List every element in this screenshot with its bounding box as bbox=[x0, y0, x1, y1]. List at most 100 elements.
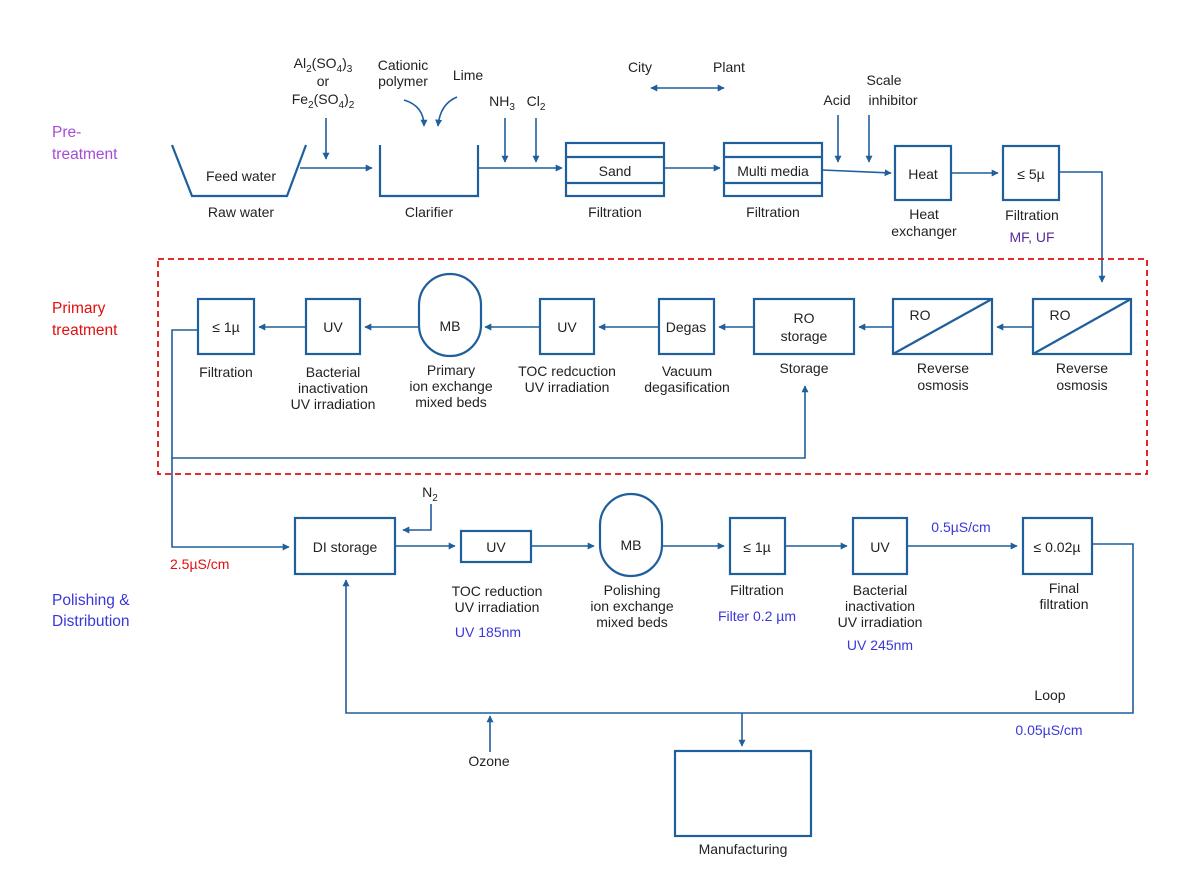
final-filter-box bbox=[1021, 516, 1094, 576]
filter-5u-label: ≤ 5µ bbox=[1017, 166, 1044, 182]
feed-water-label: Feed water bbox=[206, 168, 276, 184]
mb-polishing-vessel bbox=[598, 492, 664, 578]
uv-bacterial-label: UV bbox=[323, 319, 343, 335]
filter-1u-primary-caption: Filtration bbox=[199, 364, 253, 380]
mb-polishing-caption-2: ion exchange bbox=[590, 598, 674, 614]
uv-toc-polishing-caption-2: UV irradiation bbox=[455, 599, 540, 615]
section-label-polishing-2: Distribution bbox=[52, 613, 130, 630]
multimedia-label: Multi media bbox=[737, 163, 809, 179]
scale-inhibitor-label-1: Scale bbox=[866, 72, 901, 88]
ro-storage-caption: Storage bbox=[779, 360, 828, 376]
ro-left-label: RO bbox=[910, 307, 931, 323]
scale-inhibitor-label-2: inhibitor bbox=[868, 92, 917, 108]
multimedia-filter bbox=[722, 141, 824, 198]
section-label-primary-2: treatment bbox=[52, 322, 118, 339]
ozone-label: Ozone bbox=[468, 753, 509, 769]
uv-bacterial-caption-1: Bacterial bbox=[306, 364, 360, 380]
coagulant-al-label: Al2(SO4)3 bbox=[294, 55, 353, 75]
heat-label: Heat bbox=[908, 166, 938, 182]
sand-caption: Filtration bbox=[588, 204, 642, 220]
uv-toc-label: UV bbox=[557, 319, 577, 335]
mb-primary-caption-3: mixed beds bbox=[415, 394, 487, 410]
cationic-polymer-label-1: Cationic bbox=[378, 57, 429, 73]
ro-storage-label-1: RO bbox=[794, 310, 815, 326]
filter-1u-primary-label: ≤ 1µ bbox=[212, 319, 239, 335]
sand-filter bbox=[564, 141, 666, 198]
flow-filter5-to-ro bbox=[1059, 171, 1106, 283]
mb-primary-vessel bbox=[417, 272, 483, 358]
ro-storage-box bbox=[752, 297, 856, 356]
loop-label: Loop bbox=[1034, 687, 1065, 703]
mb-polishing-caption-1: Polishing bbox=[604, 582, 661, 598]
degas-caption-2: degasification bbox=[644, 379, 730, 395]
raw-water-label: Raw water bbox=[208, 204, 274, 220]
filter-5u-caption: Filtration bbox=[1005, 207, 1059, 223]
conductivity-out-label: 0.05µS/cm bbox=[1015, 722, 1082, 738]
section-label-primary-1: Primary bbox=[52, 300, 106, 317]
uv-bacterial-polishing-caption-3: UV irradiation bbox=[838, 614, 923, 630]
filter-5u-box bbox=[1001, 144, 1061, 202]
uv-bacterial-polishing-caption-2: inactivation bbox=[845, 598, 915, 614]
heat-caption-1: Heat bbox=[909, 206, 939, 222]
uv-bacterial-polishing-note: UV 245nm bbox=[847, 637, 913, 653]
filter-1u-polishing-caption: Filtration bbox=[730, 582, 784, 598]
uv-bacterial-polishing-box bbox=[851, 516, 909, 576]
uv-toc-polishing-note: UV 185nm bbox=[455, 624, 521, 640]
clarifier-label: Clarifier bbox=[405, 204, 454, 220]
mb-primary-label: MB bbox=[440, 318, 461, 334]
heat-caption-2: exchanger bbox=[891, 223, 957, 239]
section-label-pretreatment-2: treatment bbox=[52, 146, 118, 163]
sand-label: Sand bbox=[599, 163, 632, 179]
acid-label: Acid bbox=[823, 92, 850, 108]
ro-right-membrane bbox=[1032, 298, 1132, 355]
uv-toc-caption-2: UV irradiation bbox=[525, 379, 610, 395]
distribution-loop bbox=[342, 543, 1134, 714]
degas-box bbox=[657, 297, 716, 356]
n2-arrow bbox=[402, 504, 432, 534]
mb-polishing-label: MB bbox=[621, 537, 642, 553]
uv-bacterial-polishing-caption-1: Bacterial bbox=[853, 582, 907, 598]
section-label-polishing-1: Polishing & bbox=[52, 592, 130, 609]
cationic-polymer-label-2: polymer bbox=[378, 73, 428, 89]
ro-left-caption-2: osmosis bbox=[917, 377, 968, 393]
manufacturing-box bbox=[673, 749, 813, 838]
di-storage-label: DI storage bbox=[313, 539, 378, 555]
nh3-label: NH3 bbox=[489, 93, 515, 113]
primary-treatment-boundary bbox=[157, 258, 1148, 475]
multimedia-caption: Filtration bbox=[746, 204, 800, 220]
mb-primary-caption-2: ion exchange bbox=[409, 378, 493, 394]
ro-right-label: RO bbox=[1050, 307, 1071, 323]
uv-bacterial-caption-3: UV irradiation bbox=[291, 396, 376, 412]
final-filter-label: ≤ 0.02µ bbox=[1034, 539, 1081, 555]
final-filter-caption-1: Final bbox=[1049, 580, 1079, 596]
ro-left-caption-1: Reverse bbox=[917, 360, 969, 376]
uv-toc-caption-1: TOC redcuction bbox=[518, 363, 616, 379]
filter-1u-polishing-note: Filter 0.2 µm bbox=[718, 608, 796, 624]
filter-5u-note: MF, UF bbox=[1009, 229, 1054, 245]
clarifier-tank bbox=[378, 145, 480, 198]
conductivity-mid-label: 0.5µS/cm bbox=[931, 519, 990, 535]
mb-primary-caption-1: Primary bbox=[427, 362, 475, 378]
uv-toc-polishing-label: UV bbox=[486, 539, 506, 555]
uv-toc-box bbox=[538, 297, 596, 356]
ro-left-membrane bbox=[892, 298, 993, 355]
ro-storage-label-2: storage bbox=[781, 328, 828, 344]
conductivity-in-label: 2.5µS/cm bbox=[170, 556, 229, 572]
coagulant-fe-label: Fe2(SO4)2 bbox=[292, 91, 355, 111]
uv-bacterial-box bbox=[304, 297, 362, 356]
city-label: City bbox=[628, 59, 652, 75]
final-filter-caption-2: filtration bbox=[1039, 596, 1088, 612]
flow-multimedia-to-heat bbox=[821, 169, 892, 177]
mb-polishing-caption-3: mixed beds bbox=[596, 614, 668, 630]
plant-label: Plant bbox=[713, 59, 745, 75]
uv-bacterial-polishing-label: UV bbox=[870, 539, 890, 555]
polymer-arrow bbox=[403, 99, 428, 127]
n2-label: N2 bbox=[422, 484, 438, 504]
filter-1u-primary-box bbox=[196, 297, 256, 356]
uv-toc-polishing-caption-1: TOC reduction bbox=[452, 583, 543, 599]
lime-label: Lime bbox=[453, 67, 484, 83]
uv-bacterial-caption-2: inactivation bbox=[298, 380, 368, 396]
manufacturing-label: Manufacturing bbox=[699, 841, 788, 857]
section-label-pretreatment-1: Pre- bbox=[52, 124, 81, 141]
